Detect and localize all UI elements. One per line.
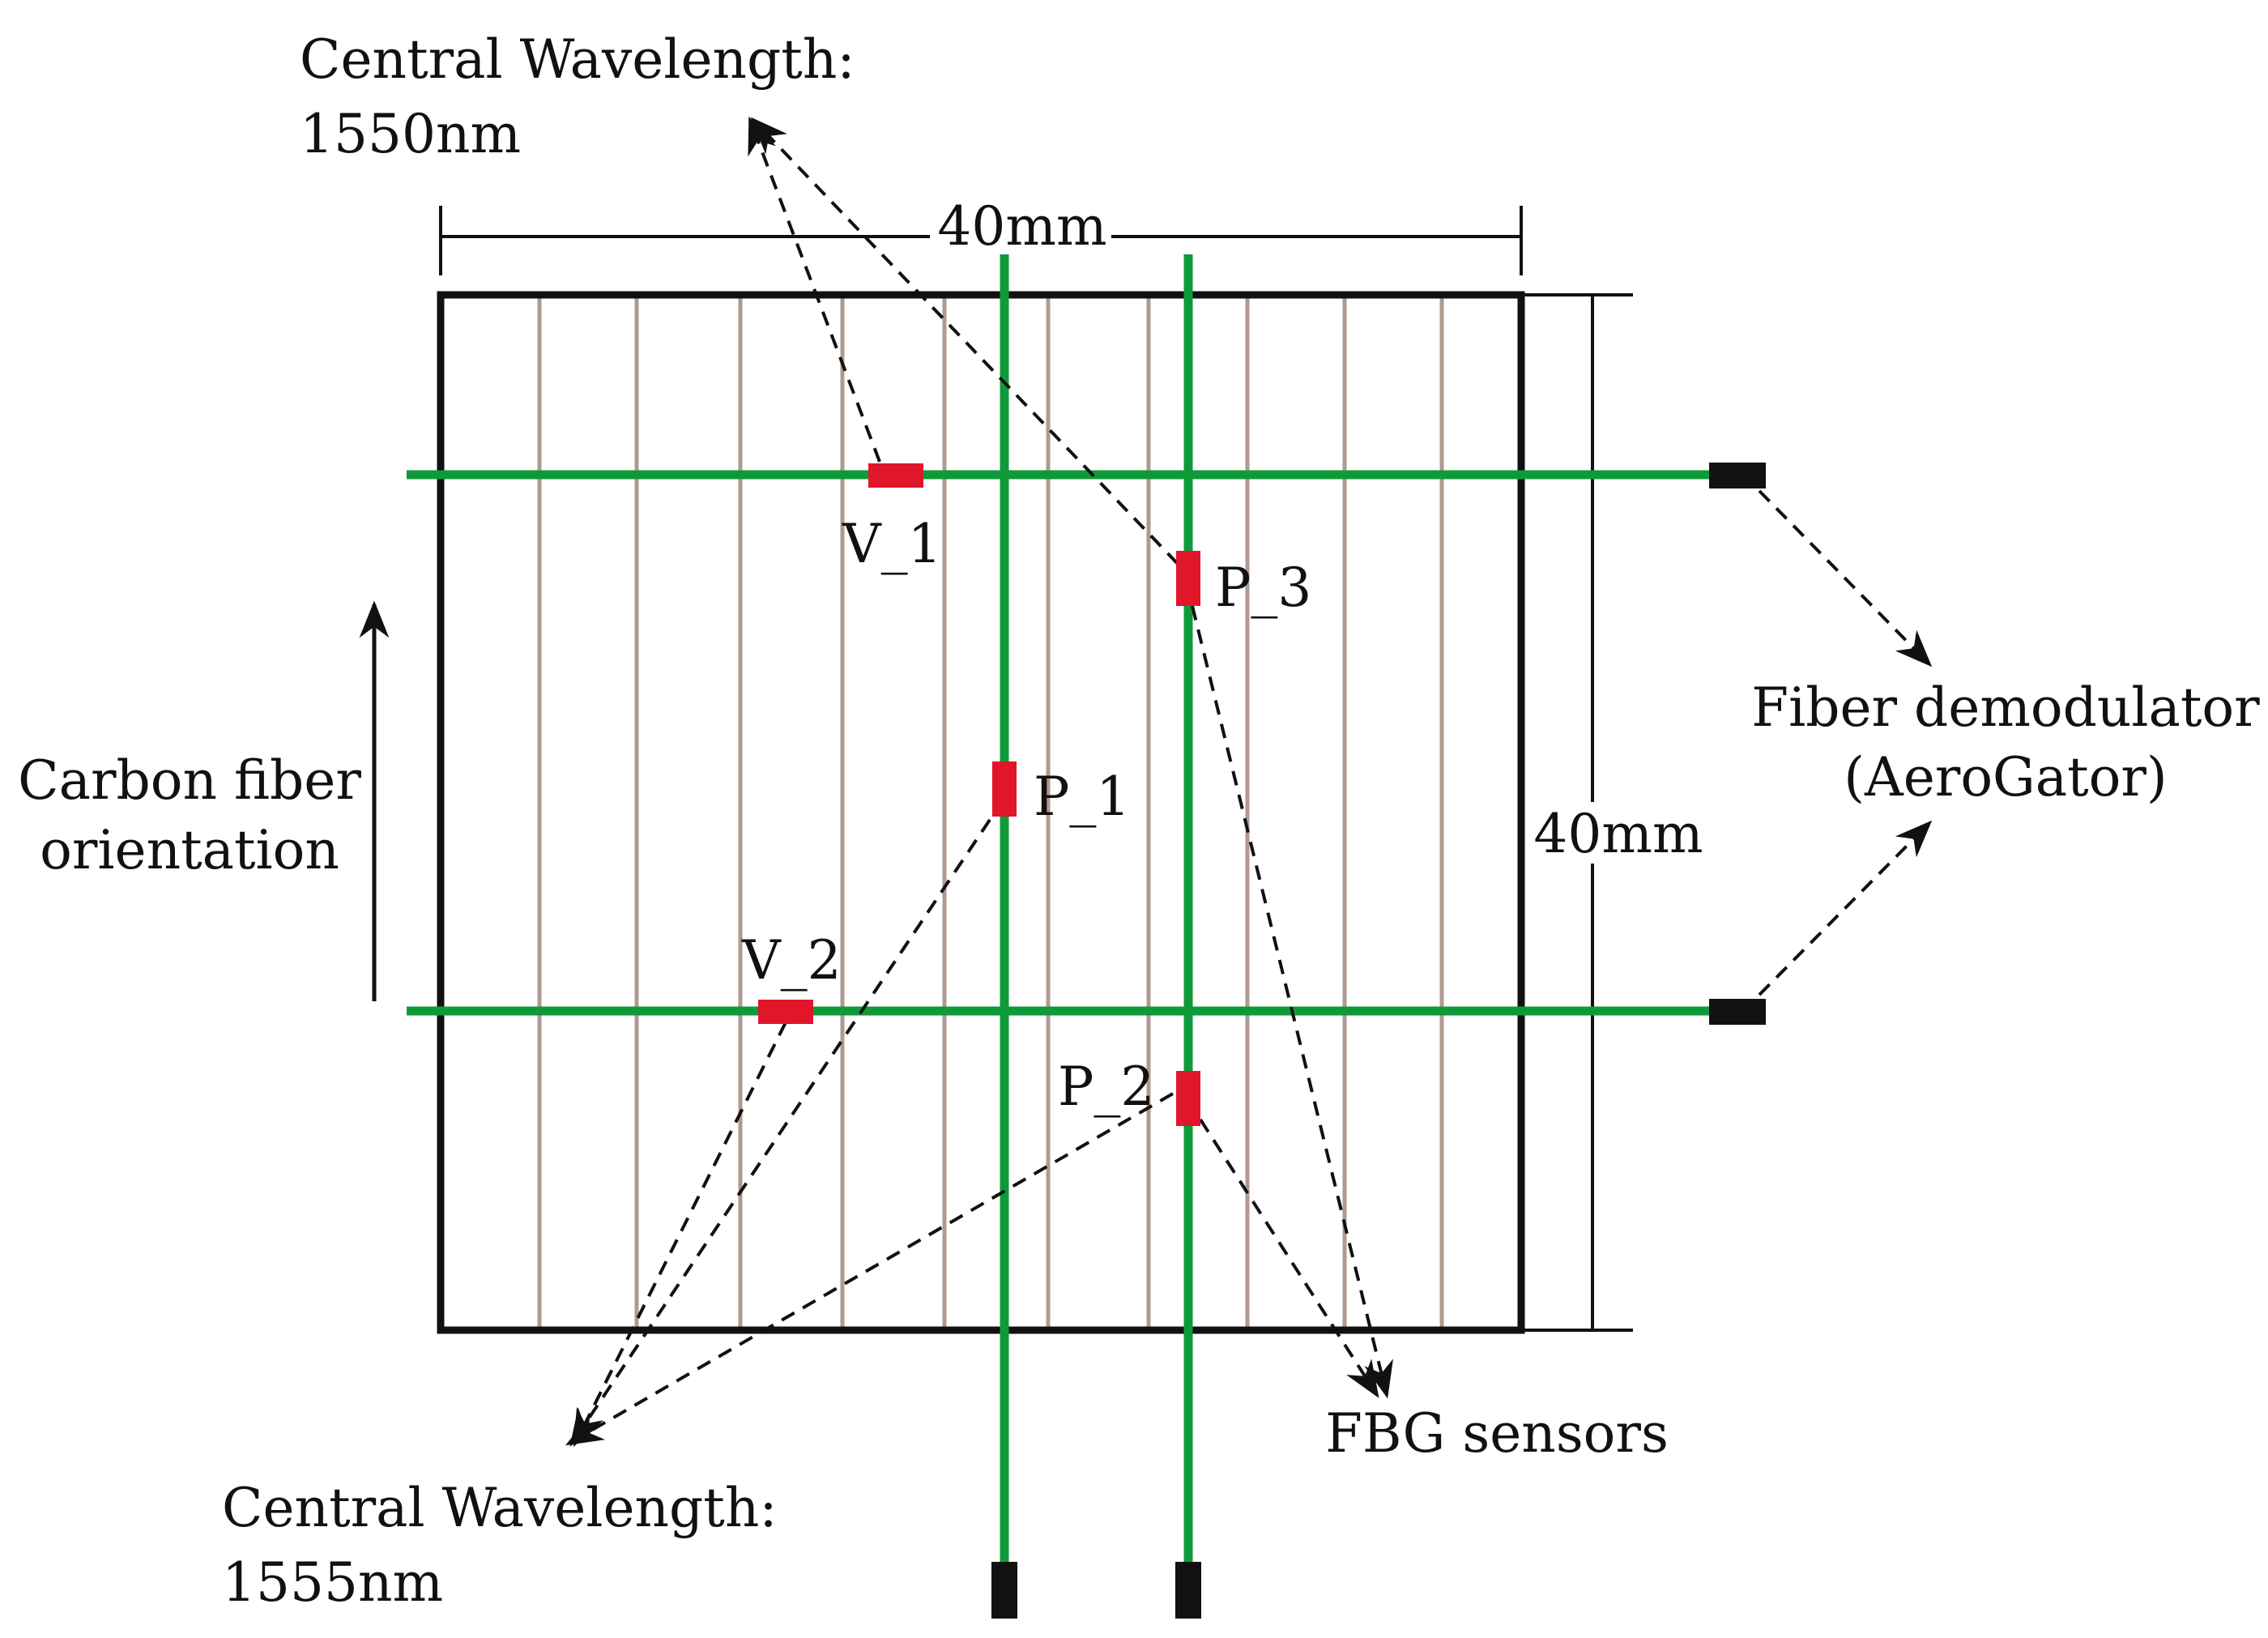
arrow-p3-to-1550 [750, 117, 1179, 565]
connector-left-bottom [991, 1562, 1017, 1619]
top-wavelength-line2: 1550nm [300, 103, 521, 165]
arrow-p2-to-fbg [1199, 1118, 1379, 1398]
height-dimension [1521, 293, 1633, 1332]
pointer-arrows [565, 116, 1933, 1448]
sensor-label-p2: P_2 [1058, 1056, 1154, 1118]
arrow-p3-to-fbg [1191, 605, 1393, 1399]
carbon-fiber-line2: orientation [40, 819, 339, 881]
specimen-outline [437, 291, 1525, 1334]
carbon-fiber-line1: Carbon fiber [18, 749, 361, 812]
sensor-p1 [992, 761, 1017, 817]
connector-right-bottom [1175, 1562, 1201, 1619]
sensor-v2 [758, 1000, 813, 1024]
arrow-p1-to-1555 [569, 818, 991, 1447]
height-dimension-label: 40mm [1533, 803, 1703, 865]
sensor-p2 [1176, 1071, 1200, 1126]
demodulator-line1: Fiber demodulator [1751, 676, 2260, 739]
demodulator-line2: (AeroGator) [1844, 746, 2167, 808]
arrow-bottom-connector-to-demod [1758, 820, 1933, 996]
carbon-fiber-lines [537, 296, 1444, 1329]
bottom-wavelength-line1: Central Wavelength: [222, 1477, 778, 1539]
sensor-v1 [868, 463, 923, 488]
connector-top-right [1709, 463, 1766, 488]
arrow-v1-to-1550 [748, 116, 881, 463]
sensor-label-v2: V_2 [741, 929, 842, 992]
sensor-label-p3: P_3 [1215, 557, 1311, 619]
bottom-wavelength-line2: 1555nm [222, 1551, 443, 1614]
arrow-v2-to-1555 [573, 1022, 787, 1448]
sensor-label-v1: V_1 [842, 513, 942, 575]
fiber-connectors [991, 463, 1766, 1619]
width-dimension [439, 206, 1523, 275]
width-dimension-label: 40mm [937, 195, 1106, 258]
top-wavelength-line1: Central Wavelength: [300, 28, 855, 91]
fbg-sensors [758, 463, 1200, 1126]
sensor-label-p1: P_1 [1034, 766, 1130, 828]
arrow-p2-to-1555 [565, 1092, 1174, 1446]
fbg-sensors-label: FBG sensors [1325, 1402, 1669, 1465]
sensor-p3 [1176, 551, 1200, 606]
connector-bottom-right [1709, 999, 1766, 1025]
arrow-top-connector-to-demod [1758, 489, 1933, 668]
optical-fibers [407, 254, 1716, 1563]
